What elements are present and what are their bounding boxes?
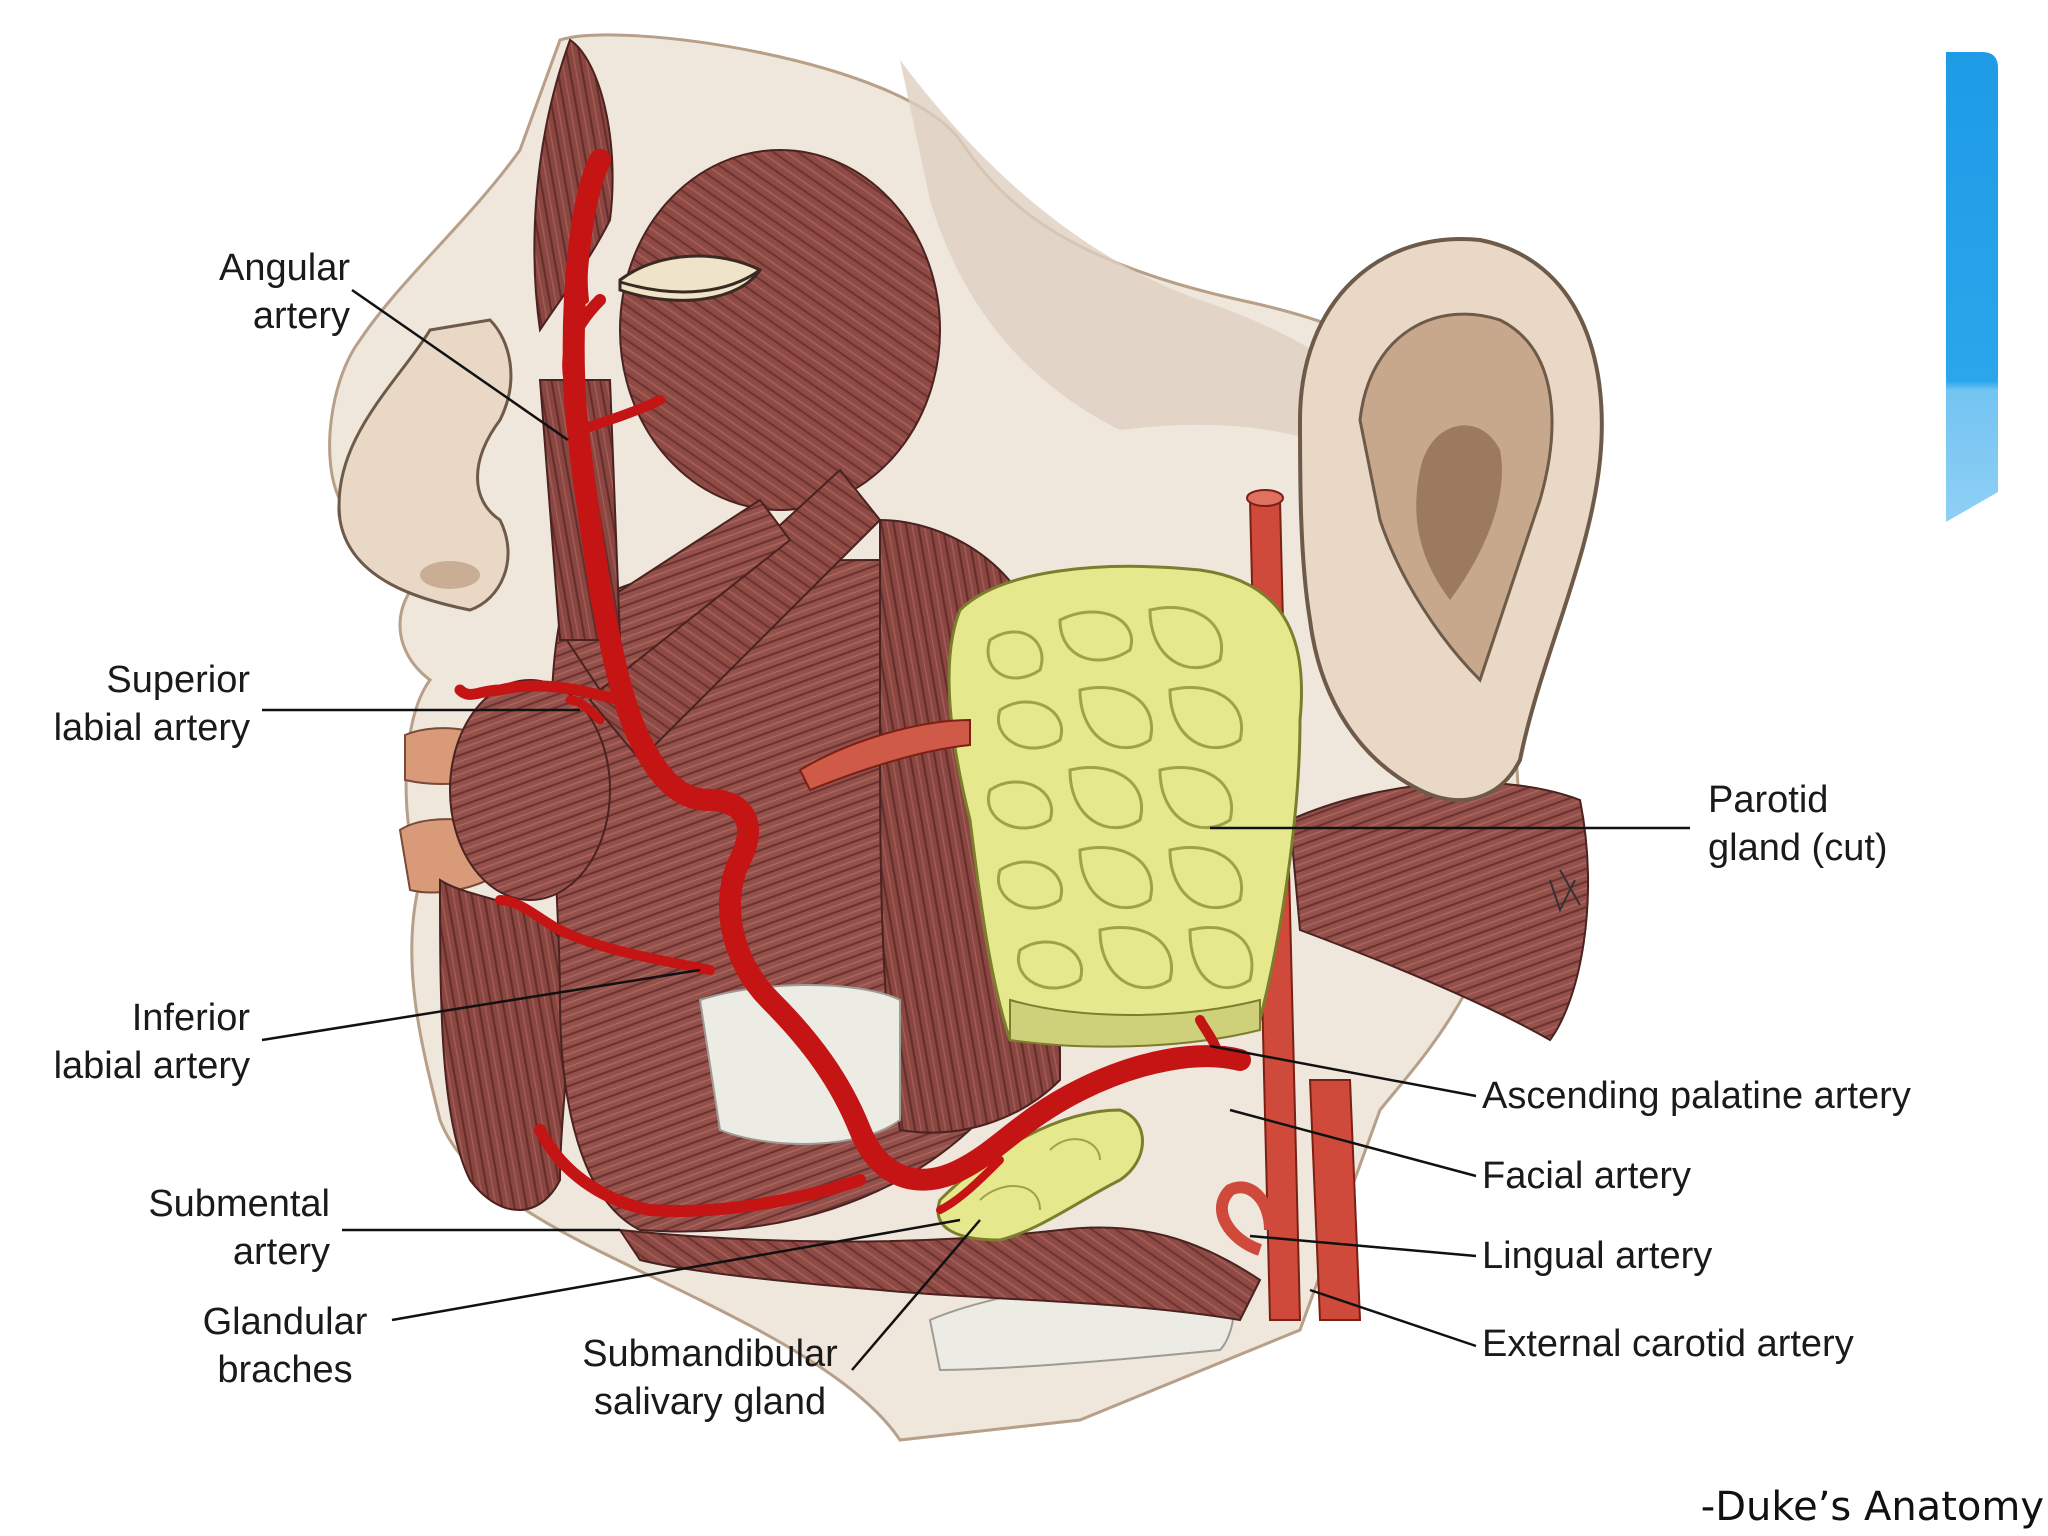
- lingual-artery-vessel: [1216, 1181, 1276, 1256]
- label-submandibular-salivary-gland: Submandibular salivary gland: [582, 1333, 838, 1423]
- label-glandular-branches: Glandular braches: [202, 1301, 368, 1391]
- superior-labial-artery-vessel: [454, 680, 626, 706]
- artist-signature: [1549, 869, 1581, 913]
- inferior-labial-artery-vessel: [495, 895, 715, 975]
- parotid-duct: [798, 718, 971, 792]
- parotid-gland: [947, 564, 1303, 1048]
- source-credit: -Duke’s Anatomy: [1700, 1484, 2044, 1530]
- label-lingual-artery: Lingual artery: [1482, 1235, 1713, 1277]
- label-ascending-palatine-artery: Ascending palatine artery: [1482, 1075, 1911, 1117]
- submental-artery-vessel: [534, 1124, 866, 1217]
- leader-lines: [261, 288, 1690, 1371]
- ear: [1297, 237, 1604, 802]
- label-superior-labial-artery: Superior labial artery: [53, 659, 250, 749]
- arterial-tree: [454, 149, 1251, 1217]
- label-angular-artery: Angular artery: [219, 247, 350, 337]
- label-external-carotid-artery: External carotid artery: [1482, 1323, 1854, 1365]
- mandible: [698, 984, 901, 1145]
- label-parotid-gland: Parotid gland (cut): [1708, 779, 1888, 869]
- orbicularis-oculi: [619, 149, 941, 511]
- nose: [337, 318, 513, 612]
- submandibular-gland: [936, 1108, 1144, 1242]
- internal-carotid-vessel: [1308, 1079, 1362, 1321]
- label-submental-artery: Submental artery: [148, 1183, 330, 1273]
- orbicularis-oris: [449, 679, 611, 901]
- slide-accent-tab: [1946, 52, 1998, 522]
- label-inferior-labial-artery: Inferior labial artery: [53, 997, 250, 1087]
- label-facial-artery: Facial artery: [1482, 1155, 1692, 1197]
- facial-artery-trunk: [562, 149, 1251, 1191]
